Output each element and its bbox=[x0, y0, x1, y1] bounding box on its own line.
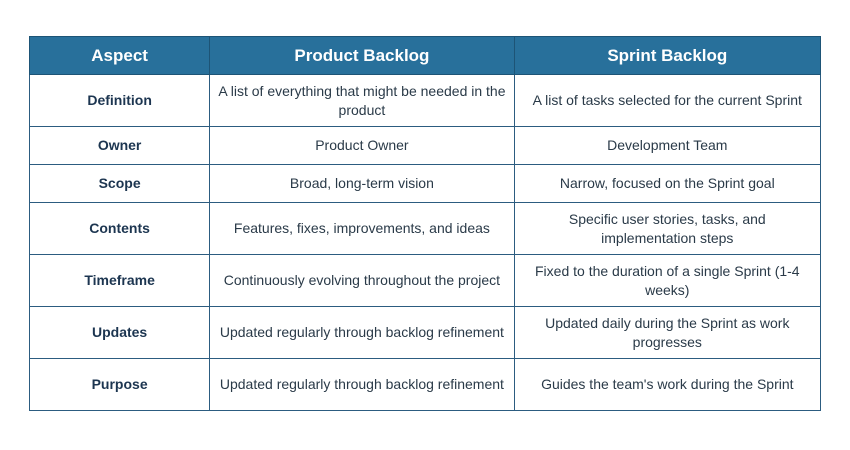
sprint-backlog-cell: Updated daily during the Sprint as work … bbox=[513, 306, 822, 359]
product-backlog-cell: Updated regularly through backlog refine… bbox=[209, 306, 515, 359]
sprint-backlog-cell: Guides the team's work during the Sprint bbox=[513, 358, 822, 411]
aspect-cell: Updates bbox=[28, 306, 211, 359]
aspect-cell: Purpose bbox=[28, 358, 211, 411]
aspect-cell: Scope bbox=[28, 164, 211, 203]
product-backlog-cell: Features, fixes, improvements, and ideas bbox=[209, 202, 515, 255]
header-sprint-backlog: Sprint Backlog bbox=[513, 36, 822, 75]
table-row: Scope Broad, long-term vision Narrow, fo… bbox=[28, 164, 822, 203]
table-header-row: Aspect Product Backlog Sprint Backlog bbox=[28, 36, 822, 75]
aspect-cell: Contents bbox=[28, 202, 211, 255]
table-row: Timeframe Continuously evolving througho… bbox=[28, 254, 822, 307]
table-row: Owner Product Owner Development Team bbox=[28, 126, 822, 165]
sprint-backlog-cell: A list of tasks selected for the current… bbox=[513, 74, 822, 127]
aspect-cell: Timeframe bbox=[28, 254, 211, 307]
product-backlog-cell: Broad, long-term vision bbox=[209, 164, 515, 203]
aspect-cell: Definition bbox=[28, 74, 211, 127]
product-backlog-cell: Updated regularly through backlog refine… bbox=[209, 358, 515, 411]
sprint-backlog-cell: Development Team bbox=[513, 126, 822, 165]
comparison-table: Aspect Product Backlog Sprint Backlog De… bbox=[28, 36, 822, 411]
table-row: Purpose Updated regularly through backlo… bbox=[28, 358, 822, 411]
sprint-backlog-cell: Specific user stories, tasks, and implem… bbox=[513, 202, 822, 255]
product-backlog-cell: A list of everything that might be neede… bbox=[209, 74, 515, 127]
aspect-cell: Owner bbox=[28, 126, 211, 165]
table-row: Contents Features, fixes, improvements, … bbox=[28, 202, 822, 255]
product-backlog-cell: Product Owner bbox=[209, 126, 515, 165]
sprint-backlog-cell: Narrow, focused on the Sprint goal bbox=[513, 164, 822, 203]
table-row: Updates Updated regularly through backlo… bbox=[28, 306, 822, 359]
header-aspect: Aspect bbox=[28, 36, 211, 75]
header-product-backlog: Product Backlog bbox=[209, 36, 515, 75]
sprint-backlog-cell: Fixed to the duration of a single Sprint… bbox=[513, 254, 822, 307]
product-backlog-cell: Continuously evolving throughout the pro… bbox=[209, 254, 515, 307]
table-row: Definition A list of everything that mig… bbox=[28, 74, 822, 127]
